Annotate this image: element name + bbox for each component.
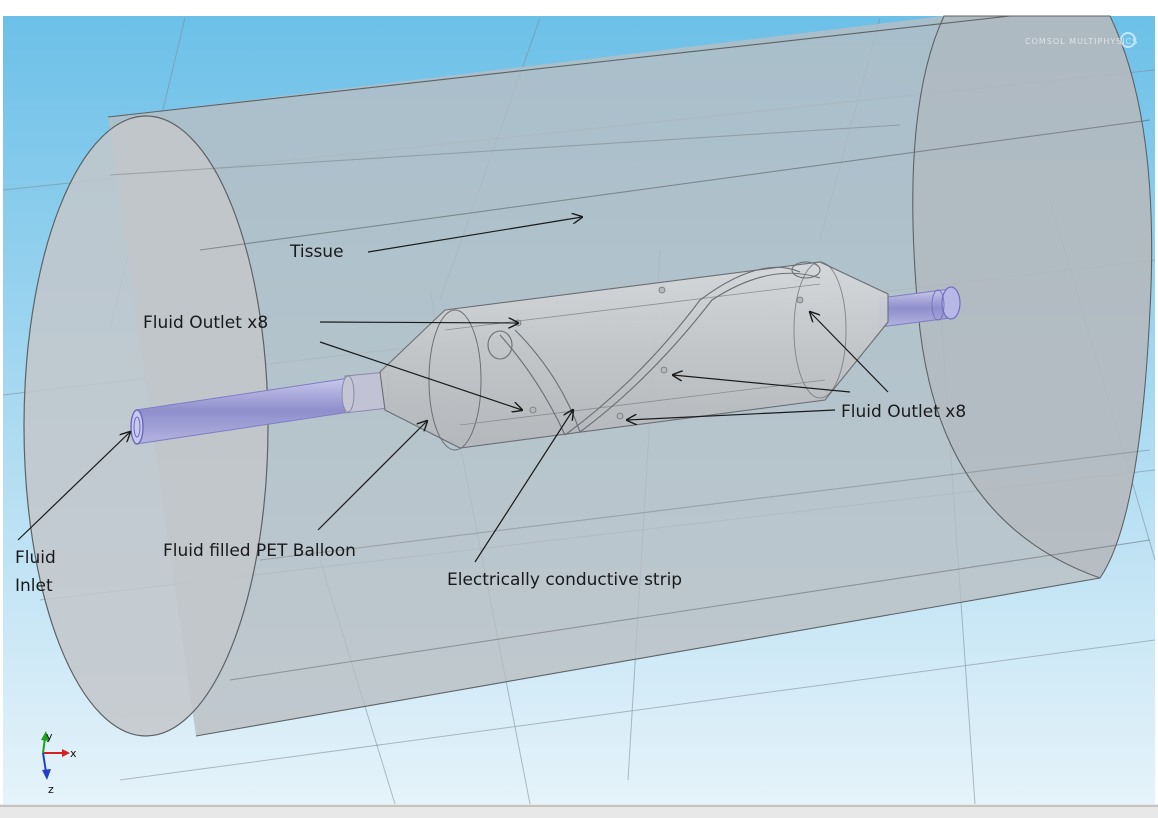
tissue-arrow <box>367 217 582 253</box>
outlet-hole <box>529 406 537 414</box>
label-balloon: Fluid filled PET Balloon <box>163 541 356 561</box>
label-fluid-inlet-line2: Inlet <box>15 576 53 596</box>
label-tissue: Tissue <box>289 242 344 262</box>
fluid-outlet-right-arrow-3 <box>627 409 836 420</box>
viewport-top-border <box>0 0 1158 16</box>
outlet-hole <box>796 296 804 304</box>
outlet-catheter-tube[interactable] <box>879 286 961 328</box>
fluid-outlet-left-arrow-2 <box>319 341 522 410</box>
annotation-arrows <box>17 217 889 563</box>
tissue-top-edge <box>107 15 1011 118</box>
fluid-outlet-left-arrow-1 <box>319 322 518 323</box>
label-fluid-outlet-right: Fluid Outlet x8 <box>841 402 966 422</box>
label-fluid-inlet-line1: Fluid <box>15 548 56 568</box>
balloon-arrow <box>317 421 427 531</box>
fluid-outlet-right-arrow-2 <box>673 375 851 393</box>
axis-label-z: z <box>48 783 54 796</box>
conductive-strip[interactable] <box>487 261 821 436</box>
strip-arrow <box>474 410 573 563</box>
tissue-inner-bottom-line <box>229 539 1151 681</box>
axis-label-x: x <box>70 747 77 760</box>
watermark-text: COMSOL MULTIPHYSICS <box>1025 37 1138 46</box>
outlet-hole <box>658 286 666 294</box>
tissue-lower-line <box>259 449 1151 561</box>
tissue-bottom-edge <box>195 577 1101 737</box>
outlet-hole <box>660 366 668 374</box>
outlet-hole <box>616 412 624 420</box>
axis-triad: y x z <box>41 730 77 796</box>
inlet-catheter-tube[interactable] <box>130 371 389 445</box>
tissue-mid-line <box>109 124 901 176</box>
fluid-outlet-right-arrow-1 <box>810 312 889 393</box>
label-fluid-outlet-left: Fluid Outlet x8 <box>143 313 268 333</box>
comsol-logo: COMSOL MULTIPHYSICS <box>1025 32 1138 48</box>
tissue-inner-top-line <box>199 119 1151 251</box>
label-strip: Electrically conductive strip <box>447 570 682 590</box>
viewport-bottom-border <box>0 804 1158 818</box>
pet-balloon[interactable] <box>379 261 889 451</box>
axis-label-y: y <box>46 730 53 743</box>
fluid-inlet-arrow <box>17 432 130 541</box>
